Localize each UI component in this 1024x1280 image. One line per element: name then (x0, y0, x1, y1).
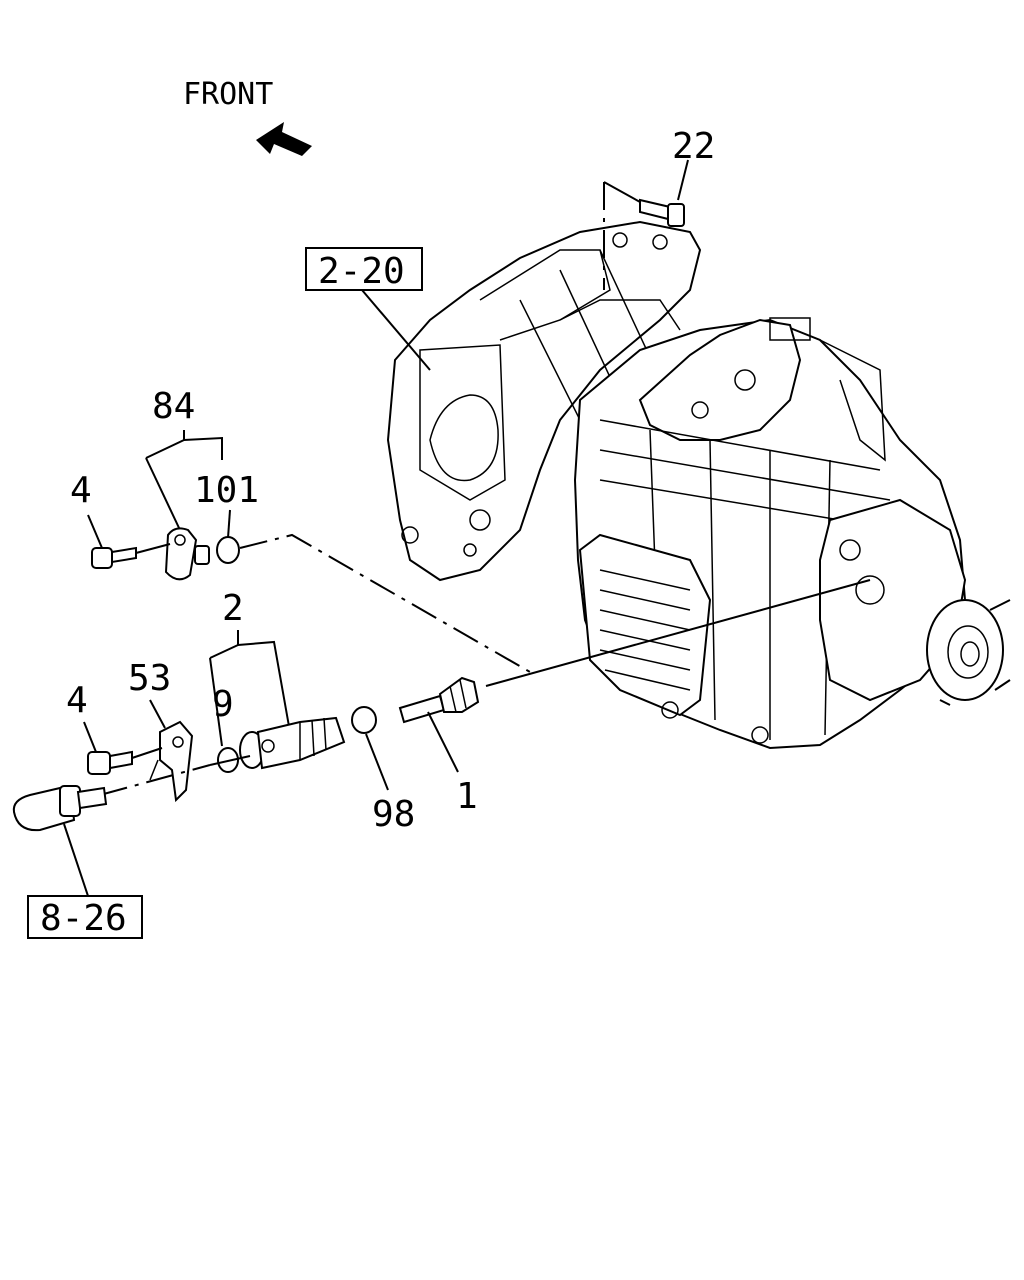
callout-2: 2 (222, 588, 244, 629)
bolt-22 (603, 159, 689, 290)
driven-gear-sleeve-2 (239, 716, 346, 770)
speed-sensor (12, 785, 108, 832)
ref-box-8-26 (27, 895, 143, 939)
callout-53: 53 (128, 658, 171, 699)
ref-8-26-label: 8-26 (40, 898, 127, 939)
callout-9: 9 (212, 684, 234, 725)
bracket-53 (149, 720, 194, 803)
o-ring-101 (216, 536, 240, 564)
o-ring-98 (351, 706, 377, 734)
ref-2-20-label: 2-20 (318, 251, 405, 292)
callout-4-lower: 4 (66, 680, 88, 721)
callout-22: 22 (672, 126, 715, 167)
callout-4-upper: 4 (70, 470, 92, 511)
bolt-4-upper (91, 546, 137, 569)
callout-84: 84 (152, 386, 195, 427)
plate-84 (164, 527, 210, 581)
callout-101: 101 (194, 470, 259, 511)
front-arrow-icon (256, 122, 312, 156)
ref-box-2-20 (305, 247, 423, 291)
front-label: FRONT (183, 77, 273, 112)
callout-1: 1 (456, 776, 478, 817)
bolt-4-lower (87, 750, 133, 775)
callout-98: 98 (372, 794, 415, 835)
transmission-assembly (386, 220, 1011, 750)
driven-gear-shaft-1 (398, 676, 480, 724)
